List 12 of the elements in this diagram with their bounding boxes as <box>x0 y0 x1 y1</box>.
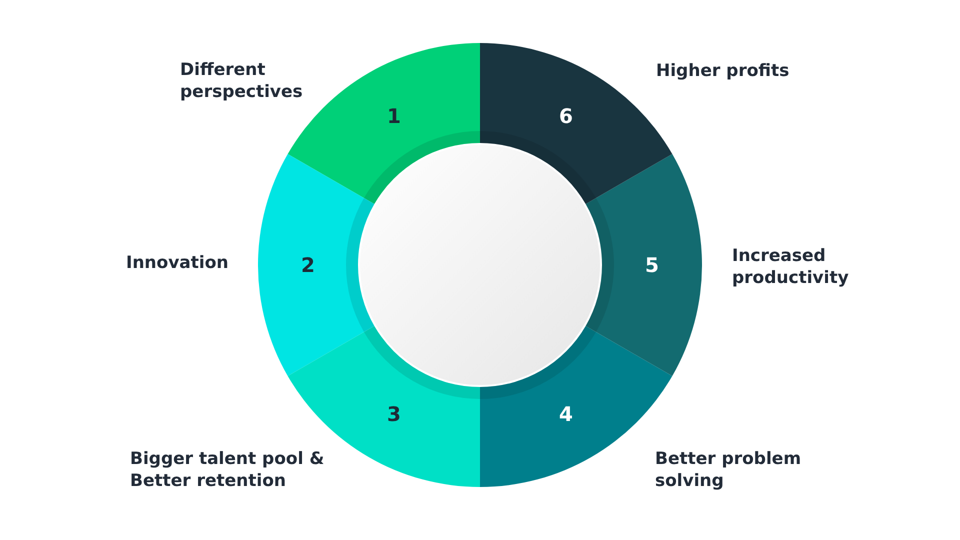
segment-number: 2 <box>301 253 315 277</box>
segment-number: 1 <box>387 104 401 128</box>
segment-number: 6 <box>559 104 573 128</box>
segment-number: 3 <box>387 402 401 426</box>
segment-label: Bigger talent pool & Better retention <box>130 448 326 492</box>
segment-number: 4 <box>559 402 573 426</box>
segment-number: 5 <box>645 253 659 277</box>
segment-label: Different perspectives <box>180 59 304 103</box>
segment-label: Increased productivity <box>732 245 850 289</box>
segment-label: Innovation <box>126 252 230 274</box>
segment-label: Better problem solving <box>655 448 802 492</box>
segment-label: Higher profits <box>656 60 790 82</box>
